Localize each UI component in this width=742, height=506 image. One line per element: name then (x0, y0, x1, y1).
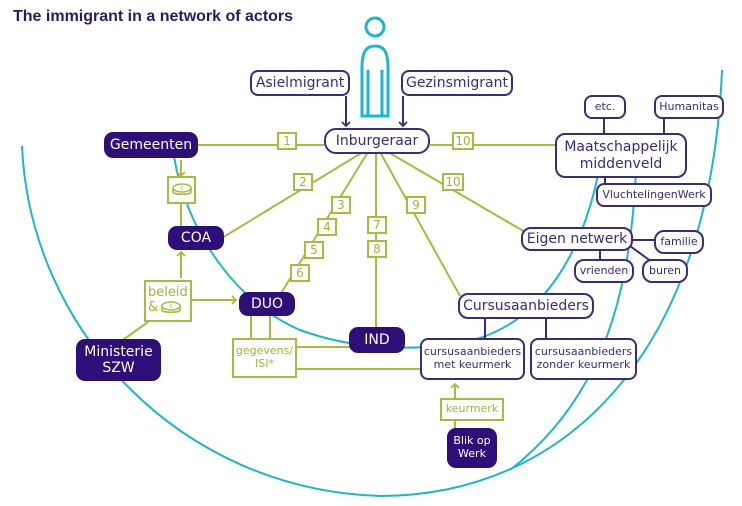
eigen-netwerk-label: Eigen netwerk (526, 230, 628, 247)
edge-label-3: 3 (331, 196, 351, 214)
funding-box-gemeenten: € (167, 176, 196, 204)
svg-text:€: € (170, 304, 173, 310)
ministerie-szw-node: Ministerie SZW (76, 339, 161, 381)
humanitas-node: Humanitas (654, 95, 724, 119)
etc-node: etc. (584, 95, 626, 119)
zonder-keurmerk-label-2: zonder keurmerk (536, 358, 631, 371)
edge-label-1: 1 (277, 132, 297, 150)
zonder-keurmerk-label-1: cursusaanbieders (534, 345, 633, 359)
keurmerk-label: keurmerk (445, 402, 499, 416)
eigen-netwerk-node: Eigen netwerk (521, 227, 633, 251)
duo-label: DUO (250, 295, 284, 312)
duo-node: DUO (239, 292, 295, 316)
familie-label: familie (660, 234, 698, 248)
inburgeraar-node: Inburgeraar (324, 128, 430, 154)
edge-label-10-eigen-netwerk: 10 (442, 173, 464, 191)
asielmigrant-label: Asielmigrant (255, 74, 345, 91)
beleid-amp-label: & (148, 300, 159, 315)
edge-label-7: 7 (367, 216, 387, 234)
humanitas-label: Humanitas (659, 99, 719, 113)
met-keurmerk-label-2: met keurmerk (433, 358, 512, 371)
cursusaanbieders-node: Cursusaanbieders (458, 293, 594, 319)
ministerie-label-2: SZW (102, 360, 135, 376)
met-keurmerk-label-1: cursusaanbieders (423, 345, 522, 359)
person-icon (360, 16, 390, 118)
gezinsmigrant-label: Gezinsmigrant (406, 74, 508, 91)
vrienden-label: vrienden (579, 263, 629, 277)
inner-arc-right (509, 169, 637, 471)
asielmigrant-node: Asielmigrant (250, 70, 350, 96)
gemeenten-node: Gemeenten (104, 132, 198, 158)
edge-label-10-maatschappelijk: 10 (452, 132, 474, 150)
euro-coin-icon: € (171, 183, 192, 196)
maatschappelijk-label-2: middenveld (579, 155, 663, 172)
cursusaanbieders-label: Cursusaanbieders (463, 297, 589, 314)
blik-op-werk-node: Blik op Werk (447, 428, 497, 468)
ind-node: IND (349, 327, 405, 353)
edge-label-2: 2 (293, 173, 313, 191)
gezinsmigrant-node: Gezinsmigrant (401, 70, 513, 96)
cursusaanbieders-zonder-keurmerk-node: cursusaanbieders zonder keurmerk (530, 338, 637, 380)
gegevens-isi-box: gegevens/ ISI* (232, 338, 297, 378)
coa-node: COA (168, 226, 224, 250)
edge-label-4: 4 (317, 218, 337, 236)
keurmerk-box: keurmerk (440, 398, 504, 421)
vluchtelingenwerk-node: VluchtelingenWerk (596, 183, 712, 207)
buren-node: buren (642, 259, 688, 283)
edge-label-5: 5 (304, 241, 324, 259)
cursusaanbieders-met-keurmerk-node: cursusaanbieders met keurmerk (420, 338, 525, 380)
maatschappelijk-middenveld-node: Maatschappelijk middenveld (555, 133, 687, 178)
beleid-label: beleid (148, 284, 188, 300)
blik-label-2: Werk (458, 447, 486, 460)
edge-label-8: 8 (367, 240, 387, 258)
etc-label: etc. (594, 99, 616, 113)
vluchtelingenwerk-label: VluchtelingenWerk (602, 187, 706, 201)
edge-label-6: 6 (290, 264, 310, 282)
familie-node: familie (654, 230, 704, 254)
euro-coin-icon: € (161, 301, 181, 314)
vrienden-node: vrienden (574, 259, 634, 283)
ind-label: IND (364, 331, 390, 348)
gemeenten-label: Gemeenten (109, 136, 193, 153)
inburgeraar-label: Inburgeraar (335, 132, 419, 149)
outer-arc (21, 69, 723, 498)
beleid-funding-box: beleid & € (144, 280, 192, 322)
coa-label: COA (180, 229, 212, 246)
isi-label: ISI* (255, 357, 274, 370)
buren-label: buren (649, 263, 681, 277)
ministerie-label-1: Ministerie (84, 343, 153, 360)
maatschappelijk-label-1: Maatschappelijk (564, 139, 678, 156)
gegevens-label: gegevens/ (235, 344, 294, 358)
page-title: The immigrant in a network of actors (13, 8, 294, 25)
edge-label-9: 9 (406, 196, 426, 214)
svg-text:€: € (180, 186, 183, 192)
blik-label-1: Blik op (453, 434, 491, 448)
